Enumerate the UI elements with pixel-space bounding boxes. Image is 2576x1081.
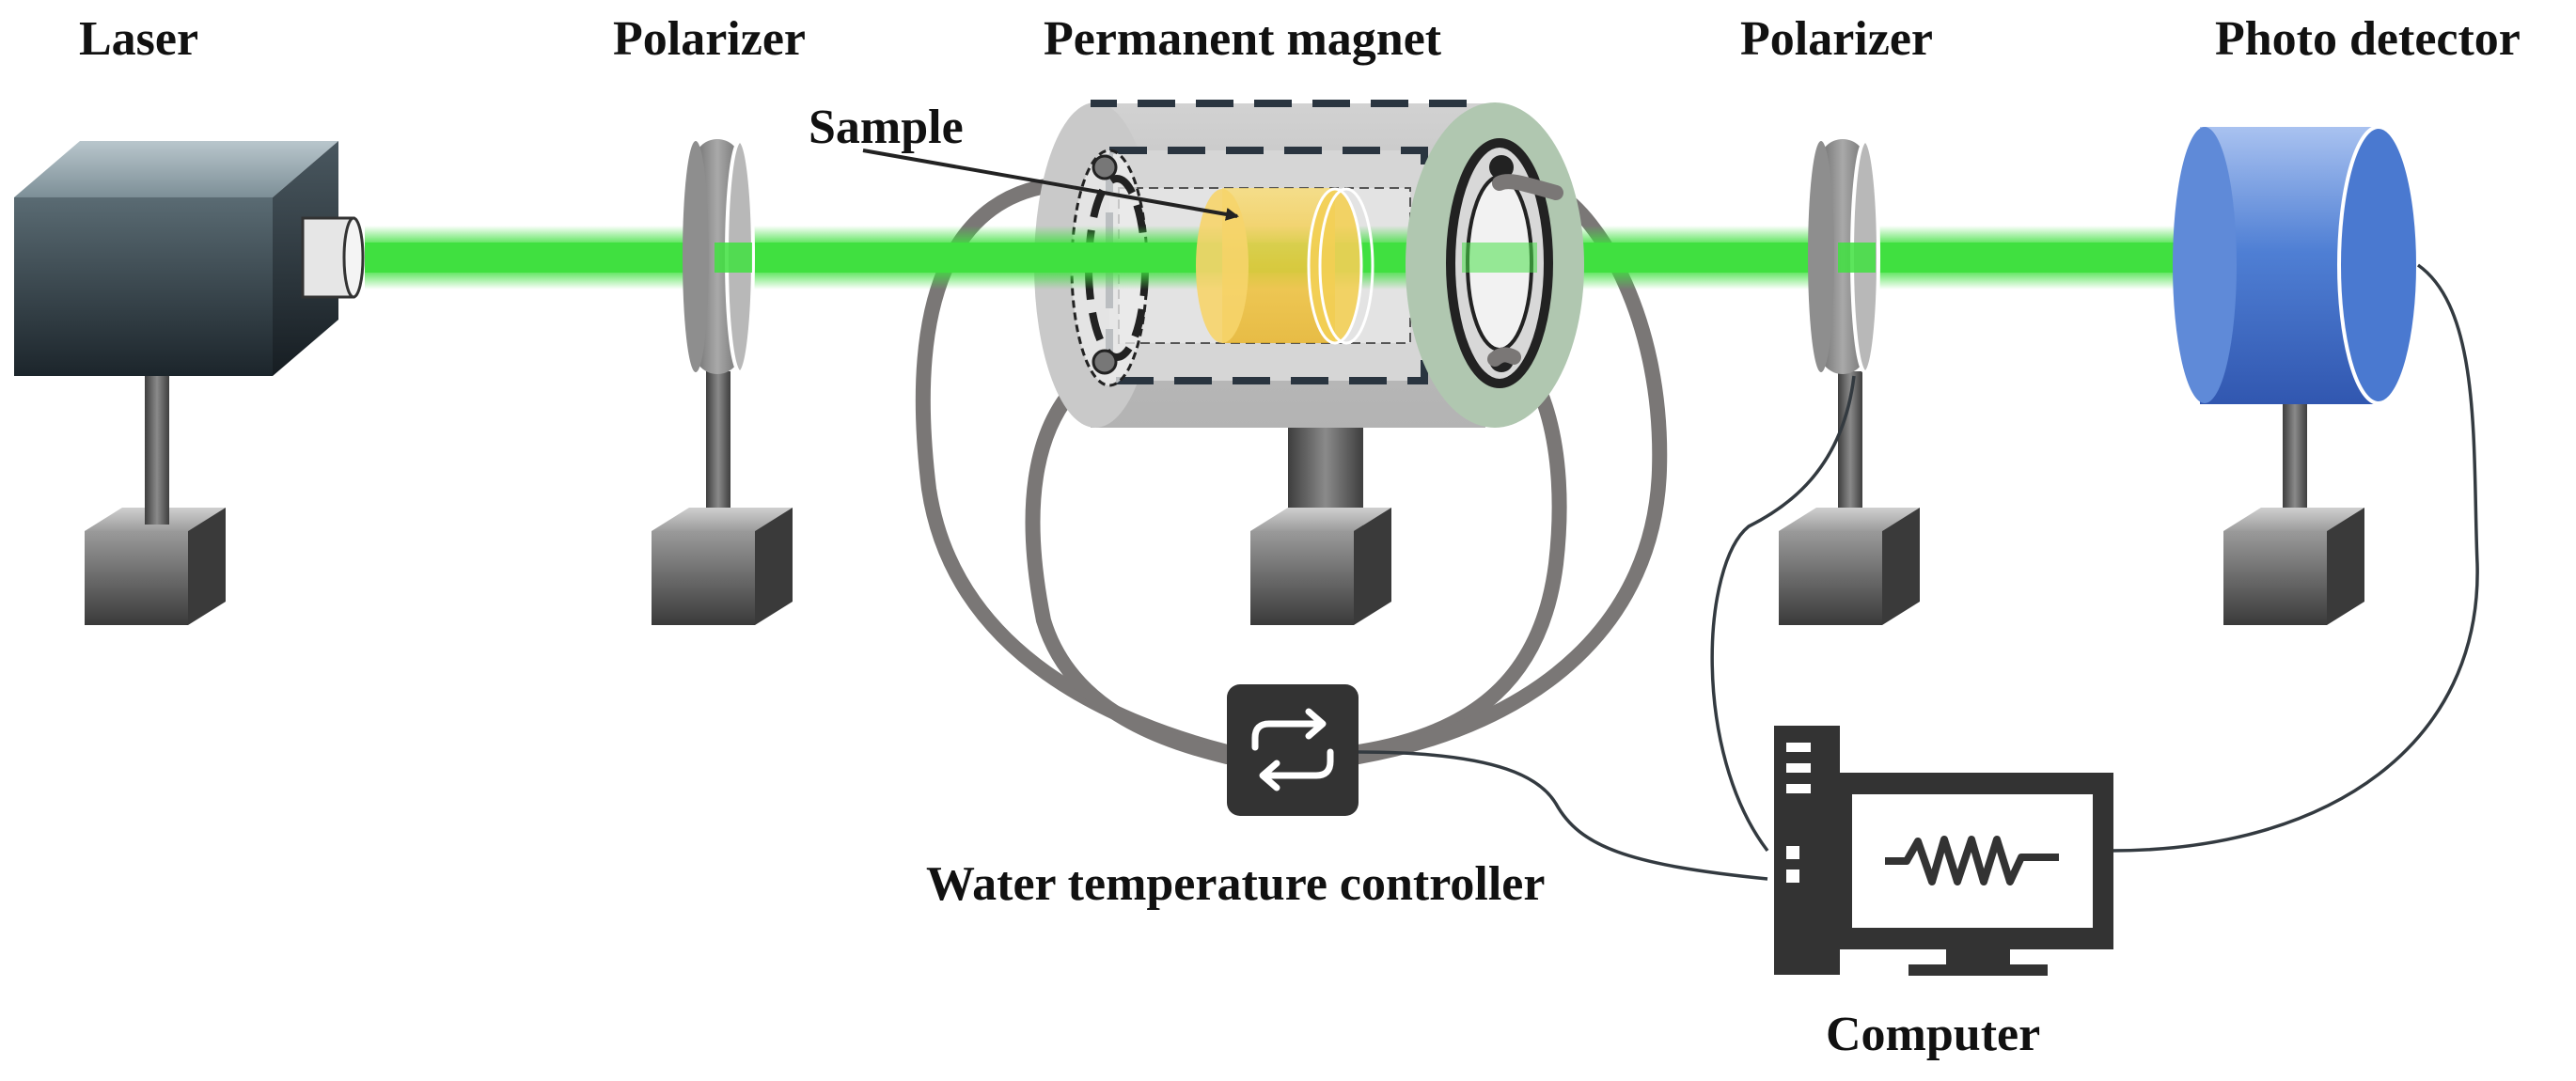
hoses-front (1487, 174, 1563, 367)
polarizer-left (683, 139, 755, 374)
label-polarizer-left: Polarizer (613, 12, 806, 66)
label-polarizer-right: Polarizer (1740, 12, 1933, 66)
magnet-stand (1250, 402, 1391, 625)
polarizer-right (1808, 139, 1880, 374)
laser-base-side (188, 508, 226, 625)
label-computer: Computer (1826, 1008, 2041, 1061)
computer-tower (1774, 726, 1840, 975)
label-permanent-magnet: Permanent magnet (1044, 12, 1442, 66)
computer-monitor (1833, 773, 2113, 976)
laser-box-top (14, 141, 338, 197)
laser-base-front (85, 531, 188, 625)
waveform-icon (1885, 836, 2059, 885)
water-temperature-controller (1227, 684, 1359, 816)
polarizer-left-stand (652, 371, 793, 625)
label-sample: Sample (809, 101, 964, 154)
laser-box-front (14, 197, 273, 376)
cable-controller-computer (1358, 750, 1768, 881)
laser-post (145, 371, 169, 531)
photo-detector (2173, 125, 2420, 405)
cable-polarizer-computer (1710, 375, 1856, 853)
detector-stand (2223, 395, 2364, 625)
label-laser: Laser (79, 12, 199, 66)
sample-pointer-arrow (862, 149, 1239, 221)
label-photo-detector: Photo detector (2215, 12, 2521, 66)
cable-detector-computer (2110, 263, 2479, 853)
laser (14, 141, 365, 625)
computer (1774, 726, 2113, 976)
label-water-temperature-controller: Water temperature controller (926, 857, 1546, 911)
swap-arrows-icon (1251, 708, 1334, 791)
sample (1196, 187, 1374, 345)
polarizer-right-stand (1779, 371, 1920, 625)
signal-cables (1358, 263, 2479, 881)
